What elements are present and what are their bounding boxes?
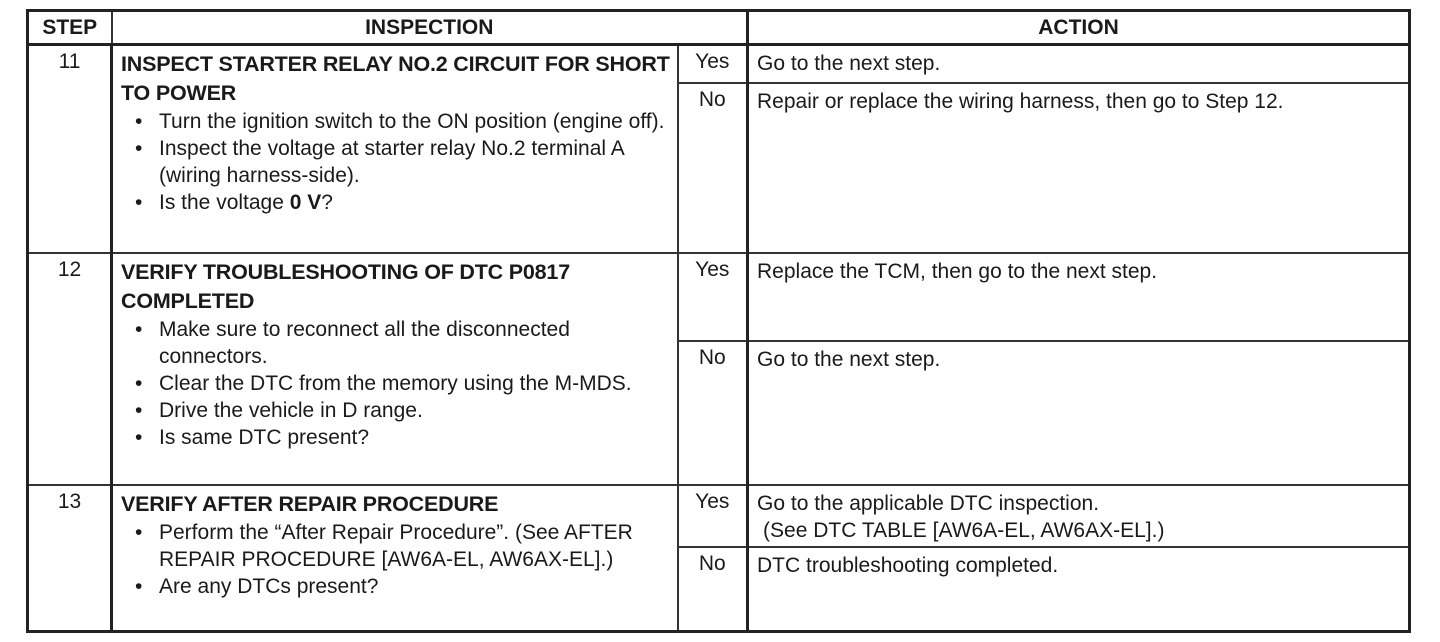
header-step: STEP — [26, 9, 113, 46]
inspection-bullets: Make sure to reconnect all the disconnec… — [121, 316, 671, 451]
no-label: No — [676, 82, 749, 254]
question-mark: ? — [321, 191, 333, 214]
yes-label: Yes — [676, 252, 749, 342]
inspection-bullets: Turn the ignition switch to the ON posit… — [121, 108, 671, 216]
inspection-cell: VERIFY TROUBLESHOOTING OF DTC P0817 COMP… — [110, 252, 679, 486]
question-value: 0 V — [289, 191, 322, 214]
header-action: ACTION — [746, 9, 1411, 46]
list-item: Turn the ignition switch to the ON posit… — [125, 108, 671, 135]
table-row: No DTC troubleshooting completed. — [28, 546, 1411, 633]
inspection-cell: INSPECT STARTER RELAY NO.2 CIRCUIT FOR S… — [110, 43, 679, 254]
no-action: DTC troubleshooting completed. — [746, 546, 1411, 633]
inspection-title: VERIFY TROUBLESHOOTING OF DTC P0817 COMP… — [121, 260, 570, 313]
table-row: No Repair or replace the wiring harness,… — [28, 82, 1411, 254]
list-item: Clear the DTC from the memory using the … — [125, 370, 671, 397]
no-action: Repair or replace the wiring harness, th… — [746, 82, 1411, 254]
inspection-title: INSPECT STARTER RELAY NO.2 CIRCUIT FOR S… — [121, 52, 670, 105]
yes-action-reference: (See DTC TABLE [AW6A-EL, AW6AX-EL].) — [763, 519, 1165, 542]
step-number: 11 — [26, 43, 113, 254]
inspection-bullets: Perform the “After Repair Procedure”. (S… — [121, 519, 671, 600]
list-item: Perform the “After Repair Procedure”. (S… — [125, 519, 671, 573]
step-number: 13 — [26, 484, 113, 633]
table-row: 11 INSPECT STARTER RELAY NO.2 CIRCUIT FO… — [26, 43, 1411, 254]
table-row: No Go to the next step. — [28, 340, 1411, 486]
list-item: Are any DTCs present? — [125, 573, 671, 600]
list-item: Is same DTC present? — [125, 424, 671, 451]
list-item: Is the voltage 0 V? — [125, 189, 671, 216]
inspection-title: VERIFY AFTER REPAIR PROCEDURE — [121, 492, 499, 516]
diagnostic-procedure-table: STEP INSPECTION ACTION 11 INSPECT STARTE… — [26, 9, 1412, 633]
yes-action-line: Go to the applicable DTC inspection. — [757, 492, 1100, 515]
yes-label: Yes — [676, 43, 749, 84]
no-action: Go to the next step. — [746, 340, 1411, 486]
list-item: Drive the vehicle in D range. — [125, 397, 671, 424]
yes-action: Go to the next step. — [746, 43, 1411, 84]
no-label: No — [676, 546, 749, 633]
table-row: 13 VERIFY AFTER REPAIR PROCEDURE Perform… — [26, 484, 1411, 633]
yes-action: Go to the applicable DTC inspection. (Se… — [746, 484, 1411, 548]
table-row: 12 VERIFY TROUBLESHOOTING OF DTC P0817 C… — [26, 252, 1411, 486]
list-item: Inspect the voltage at starter relay No.… — [125, 135, 671, 189]
yes-action: Replace the TCM, then go to the next ste… — [746, 252, 1411, 342]
question-text: Is the voltage — [159, 191, 290, 214]
inspection-cell: VERIFY AFTER REPAIR PROCEDURE Perform th… — [110, 484, 679, 633]
yes-label: Yes — [676, 484, 749, 548]
header-inspection: INSPECTION — [110, 9, 749, 46]
list-item: Make sure to reconnect all the disconnec… — [125, 316, 671, 370]
step-number: 12 — [26, 252, 113, 486]
no-label: No — [676, 340, 749, 486]
table-header-row: STEP INSPECTION ACTION — [26, 9, 1411, 46]
